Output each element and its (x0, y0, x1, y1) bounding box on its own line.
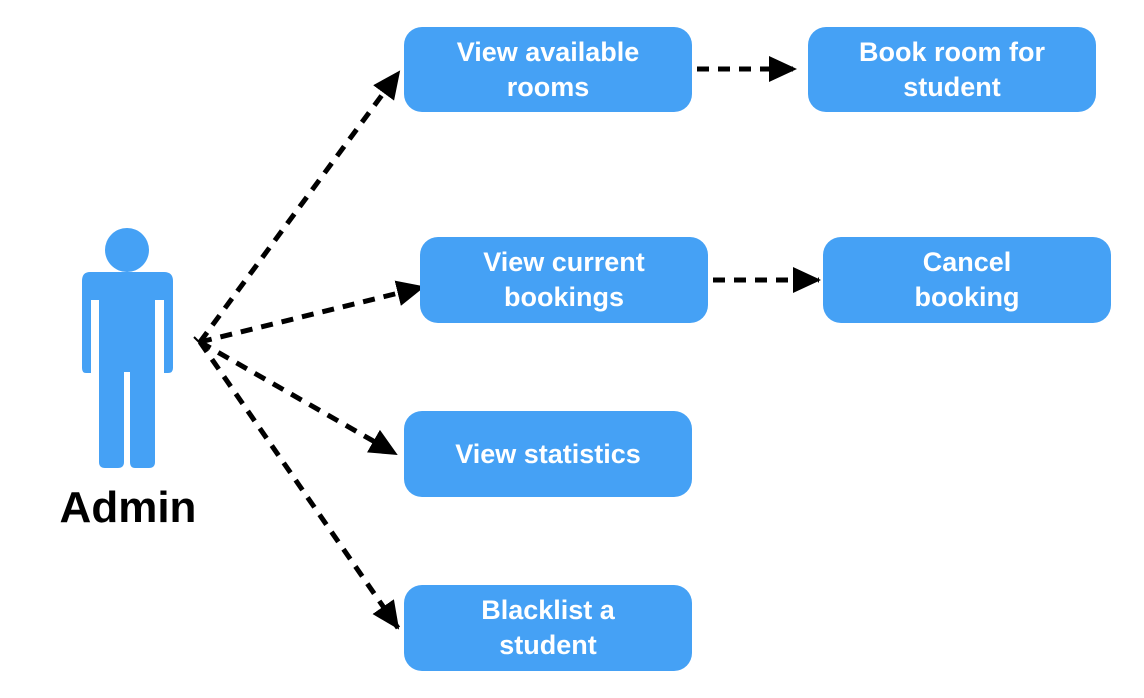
node-line: rooms (506, 71, 590, 102)
book-room-for-student-node[interactable]: Book room for student (808, 27, 1096, 112)
node-line: student (903, 71, 1001, 102)
view-available-rooms-node[interactable]: View available rooms (404, 27, 692, 112)
edge-origin-tick (193, 336, 203, 346)
edges (197, 56, 821, 630)
node-line: Blacklist a (481, 595, 615, 625)
node-line: student (499, 630, 597, 660)
person-body (82, 272, 173, 468)
node-line: View current (483, 247, 645, 277)
edge-actor-view-bookings (199, 280, 425, 345)
edge-actor-view-statistics (198, 339, 398, 457)
node-line: booking (914, 282, 1020, 312)
node-line: Cancel (922, 247, 1012, 277)
view-statistics-node[interactable]: View statistics (404, 411, 692, 497)
cancel-booking-node[interactable]: Cancel booking (823, 237, 1111, 323)
view-current-bookings-node[interactable]: View current bookings (420, 237, 708, 323)
person-icon (82, 228, 173, 468)
blacklist-student-node[interactable]: Blacklist a student (404, 585, 692, 671)
person-head (105, 228, 149, 272)
node-line: View available (456, 36, 640, 67)
actor-label: Admin (59, 483, 197, 532)
edge-actor-view-rooms (197, 70, 402, 344)
node-line: View statistics (455, 438, 641, 469)
edge-actor-blacklist (197, 340, 401, 630)
node-line: Book room for (859, 36, 1045, 67)
node-line: bookings (503, 282, 624, 312)
